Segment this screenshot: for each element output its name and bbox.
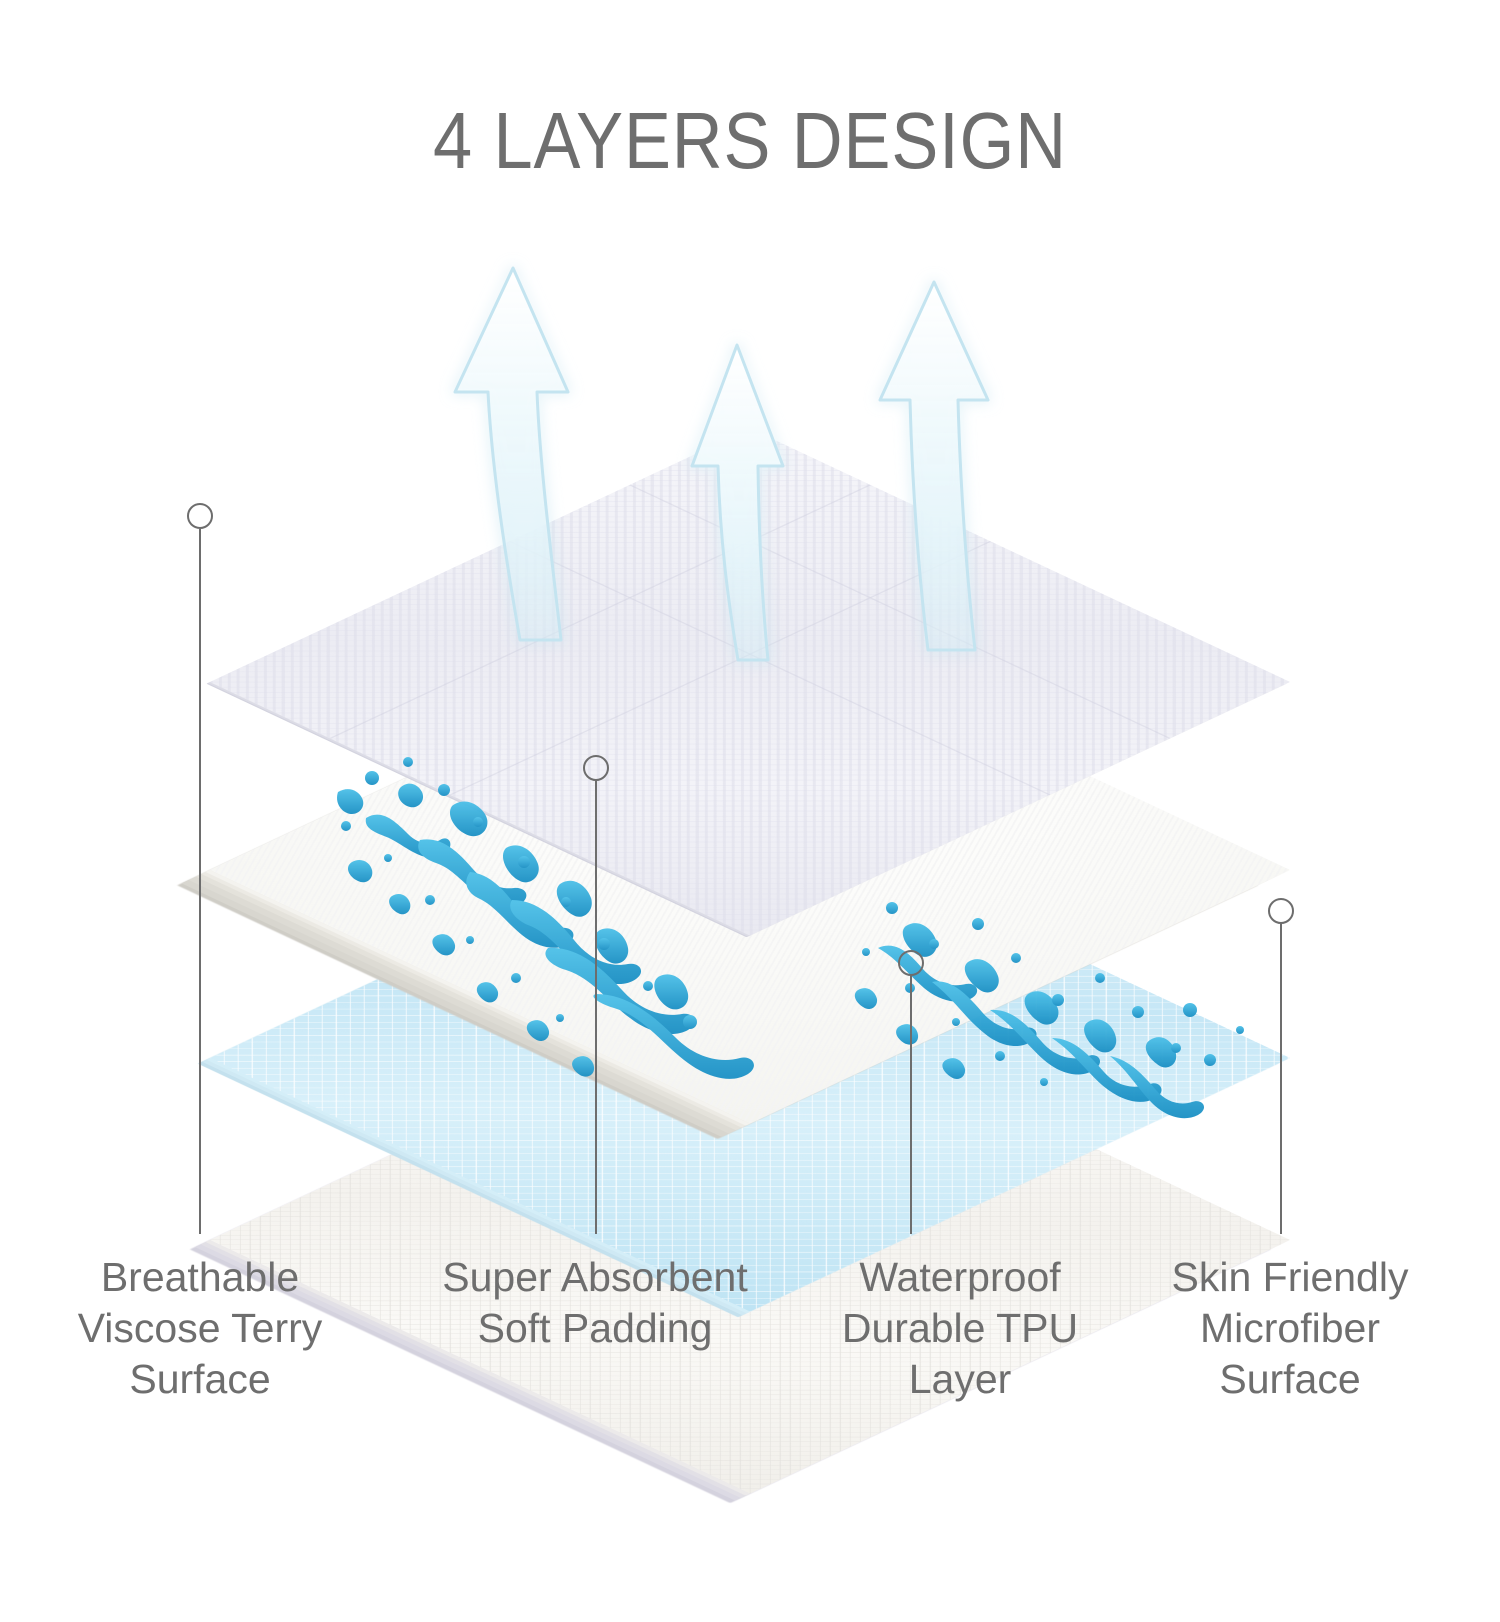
callout-marker-layer-2 [583, 755, 609, 781]
terry-surface-face [209, 428, 1291, 936]
callout-line-layer-2 [595, 781, 597, 1234]
page-title: 4 LAYERS DESIGN [433, 96, 1067, 185]
callout-label-layer-1: Breathable Viscose Terry Surface [77, 1254, 323, 1402]
callout-line-layer-4 [1280, 924, 1282, 1234]
callout-label-layer-3: Waterproof Durable TPU Layer [841, 1254, 1079, 1402]
callout-label-layer-2: Super Absorbent Soft Padding [442, 1254, 748, 1351]
callout-label-layer-4: Skin Friendly Microfiber Surface [1171, 1254, 1409, 1402]
callout-line-layer-3 [910, 976, 912, 1234]
quilt-stitch-pattern [209, 428, 1291, 936]
callout-marker-layer-3 [898, 950, 924, 976]
callout-marker-layer-1 [187, 503, 213, 529]
callout-line-layer-1 [199, 529, 201, 1234]
layer-breathable-viscose-terry [209, 300, 1291, 1064]
callout-marker-layer-4 [1268, 898, 1294, 924]
